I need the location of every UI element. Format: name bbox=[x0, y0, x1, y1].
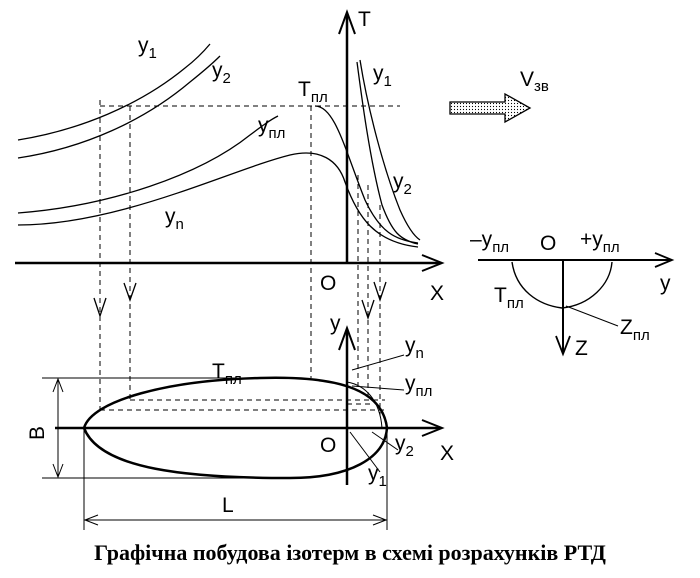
label-y1-right: y1 bbox=[373, 62, 392, 90]
bottom-isotherm-graph bbox=[42, 325, 445, 530]
inner-isotherm-lines bbox=[346, 381, 383, 429]
projection-arrowheads bbox=[93, 281, 387, 321]
label-yn: yn bbox=[165, 205, 184, 233]
label-length-l: L bbox=[222, 494, 234, 517]
label-y-axis-bottom: y bbox=[330, 312, 341, 335]
label-y2-right: y2 bbox=[393, 170, 412, 198]
label-section-origin: O bbox=[540, 232, 556, 255]
label-t-melt-bottom: Tпл bbox=[212, 360, 242, 388]
curve-t-melt bbox=[314, 105, 419, 244]
label-t-axis: T bbox=[358, 8, 371, 31]
label-origin-top: O bbox=[320, 272, 336, 295]
label-section-y-axis: y bbox=[660, 272, 671, 295]
bottom-x-axis-arrow bbox=[421, 419, 445, 437]
label-section-t-melt: Tпл bbox=[494, 284, 524, 312]
label-y1: y1 bbox=[138, 34, 157, 62]
label-ypl-bottom: yпл bbox=[405, 372, 432, 400]
melt-pool-outline bbox=[82, 376, 389, 480]
curve-y1-right bbox=[356, 61, 419, 245]
label-z-melt: Zпл bbox=[620, 316, 650, 344]
curve-y1-left bbox=[17, 43, 211, 141]
label-x-axis-bottom: X bbox=[440, 442, 454, 465]
isotherm-diagram: y1 y2 Tпл yпл yn y1 y2 T O X Vзв –yпл O … bbox=[15, 8, 675, 530]
top-x-axis-arrow bbox=[421, 254, 445, 272]
curve-yn bbox=[17, 152, 419, 248]
z-melt-leader bbox=[565, 305, 619, 327]
label-y2: y2 bbox=[212, 59, 231, 87]
label-pos-ypl: +yпл bbox=[580, 228, 620, 256]
velocity-arrow-icon bbox=[449, 92, 532, 124]
label-y2-bottom: y2 bbox=[395, 432, 414, 460]
label-yn-bottom: yn bbox=[405, 334, 424, 362]
curve-y2-left bbox=[17, 55, 221, 159]
curve-y2-right bbox=[359, 59, 421, 241]
label-y1-bottom: y1 bbox=[368, 462, 387, 490]
top-temperature-graph bbox=[15, 9, 445, 272]
bottom-y-axis-arrow bbox=[338, 325, 356, 351]
label-width-b: B bbox=[26, 426, 49, 440]
label-section-z-axis: Z bbox=[575, 337, 588, 360]
section-t-melt-arc bbox=[511, 261, 613, 309]
label-neg-ypl: –yпл bbox=[470, 228, 509, 256]
figure-caption: Графічна побудова ізотерм в схемі розрах… bbox=[94, 540, 606, 565]
label-origin-bottom: O bbox=[320, 434, 336, 457]
label-velocity: Vзв bbox=[520, 68, 549, 95]
curve-ypl bbox=[17, 115, 279, 214]
projection-lines bbox=[99, 100, 385, 415]
section-z-axis-arrow bbox=[555, 335, 571, 357]
label-t-melt-top: Tпл bbox=[298, 78, 328, 106]
label-ypl: yпл bbox=[258, 114, 285, 142]
top-t-axis-arrow bbox=[338, 9, 356, 35]
section-y-axis-arrow bbox=[654, 252, 675, 268]
label-x-axis-top: X bbox=[430, 282, 444, 305]
cross-section-diagram bbox=[478, 252, 675, 357]
